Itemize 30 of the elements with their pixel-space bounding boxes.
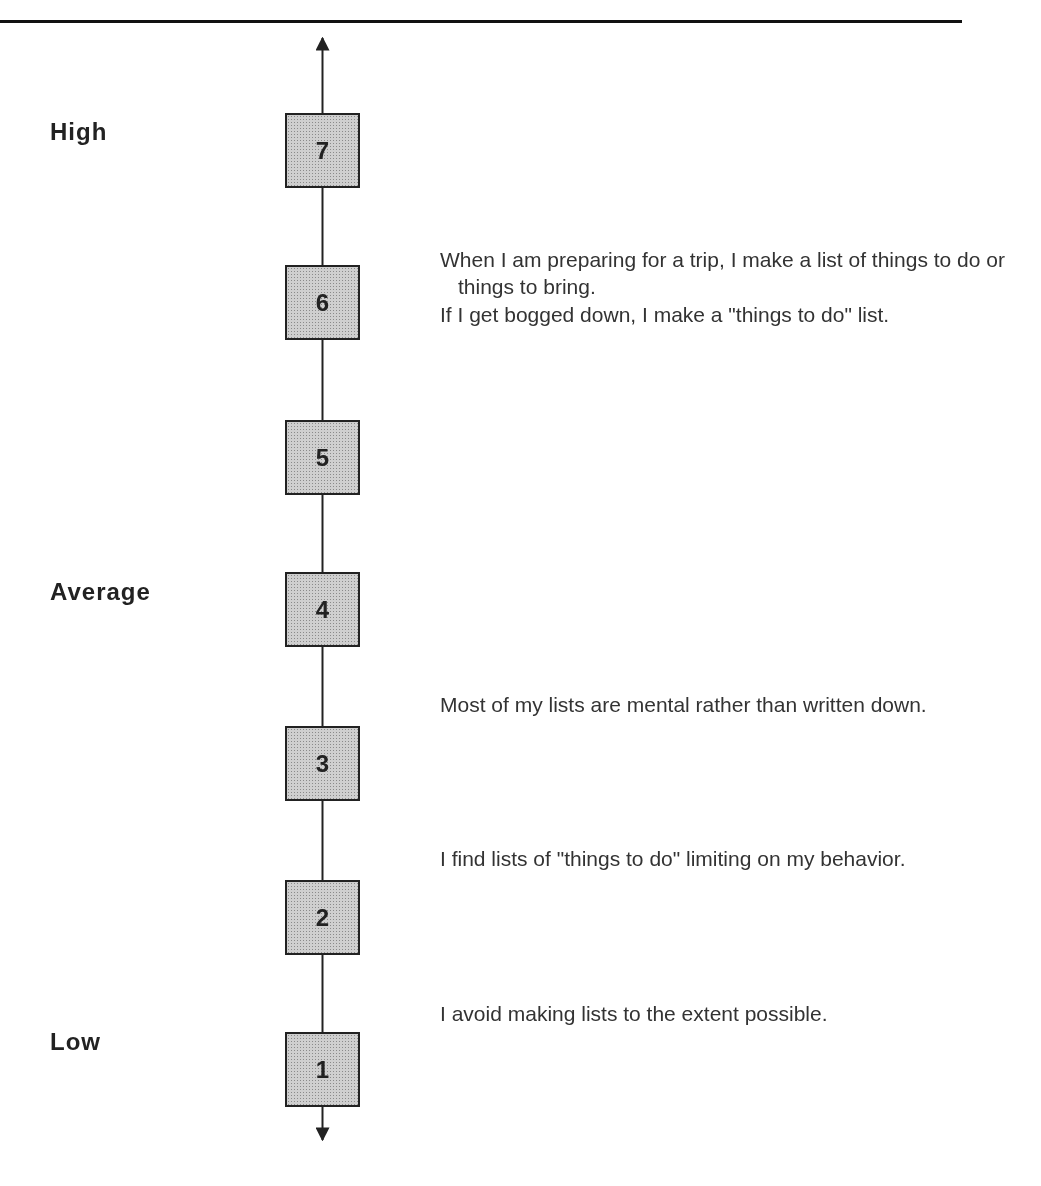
statement-text: I find lists of "things to do" limiting on my behavior. — [440, 846, 907, 872]
connector-line — [321, 800, 324, 881]
connector-line — [321, 646, 324, 727]
arrow — [315, 36, 330, 114]
scale-box — [285, 572, 360, 647]
scale-box — [285, 265, 360, 340]
scale-level-label: Low — [50, 1028, 101, 1056]
arrow — [315, 1106, 330, 1142]
scale-box — [285, 1032, 360, 1107]
statement-text: If I get bogged down, I make a "things to do" list. — [440, 302, 891, 328]
scale-box — [285, 420, 360, 495]
connector-line — [321, 954, 324, 1033]
scale-number: 6 — [315, 288, 330, 317]
scale-level-label: High — [50, 118, 108, 146]
connector-line — [321, 187, 324, 266]
scale-box — [285, 113, 360, 188]
statement-text: Most of my lists are mental rather than written down. — [440, 692, 928, 718]
scale-box — [285, 880, 360, 955]
scale-number: 4 — [315, 595, 330, 624]
connector-line — [321, 339, 324, 421]
scale-number: 5 — [315, 443, 330, 472]
scale-number: 1 — [315, 1055, 330, 1084]
scale-number: 7 — [315, 136, 330, 165]
connector-line — [321, 494, 324, 573]
scale-level-label: Average — [50, 578, 151, 606]
scale-box — [285, 726, 360, 801]
statement-text: When I am preparing for a trip, I make a list of things to do or things to bring. — [440, 247, 1006, 300]
statement-text: I avoid making lists to the extent possible. — [440, 1001, 829, 1027]
scale-number: 3 — [315, 749, 330, 778]
scale-number: 2 — [315, 903, 330, 932]
